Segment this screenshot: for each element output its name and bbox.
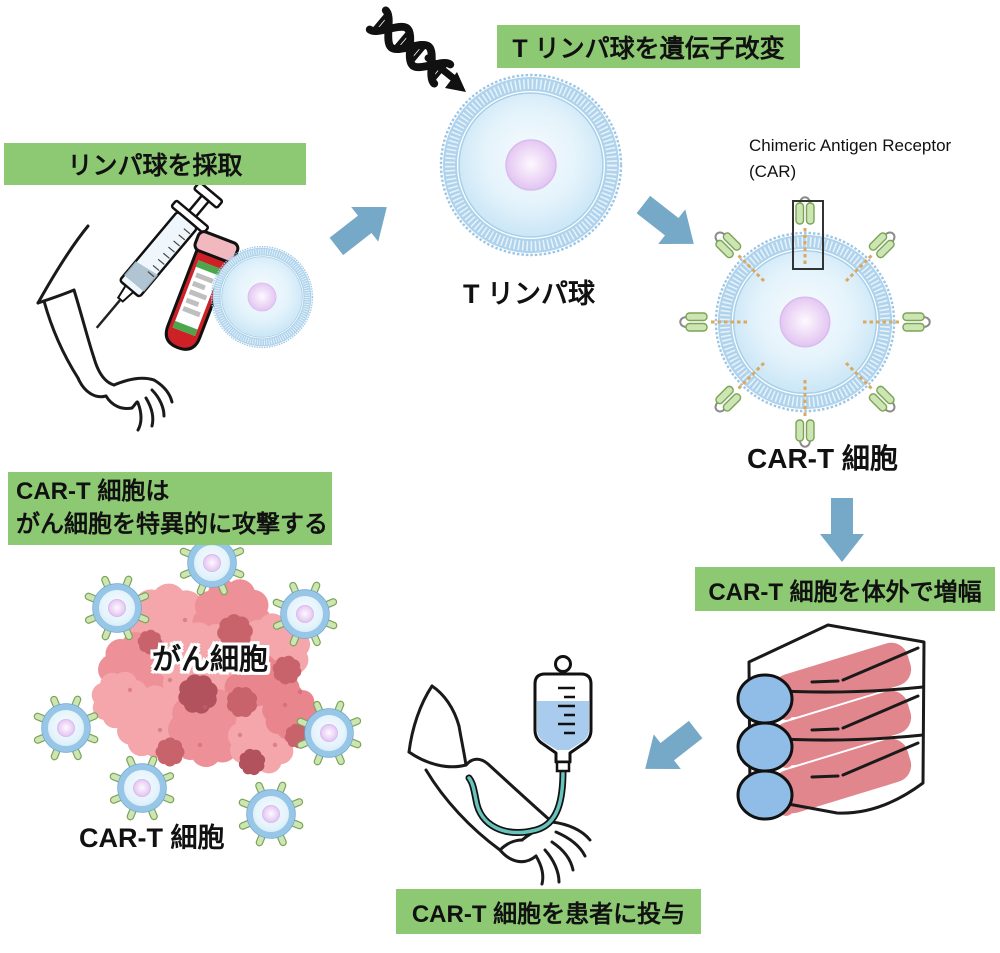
- arrow-cart-to-expand: [820, 498, 864, 562]
- patient-arm-infuse-icon: [407, 684, 592, 886]
- blood-tube-icon: [164, 230, 240, 351]
- syringe-icon: [95, 181, 224, 329]
- t-lymphocyte-cell: [441, 75, 621, 255]
- flask-stack-icon: [736, 623, 926, 821]
- arrow-modify-to-cart: [629, 187, 708, 262]
- car-t-cell-caption: CAR-T 細胞: [747, 443, 898, 474]
- car-t-cell: [678, 195, 932, 449]
- lymphocyte-cell-small: [212, 247, 313, 348]
- cancer-cell-caption: がん細胞: [152, 644, 269, 676]
- step-box-attack: CAR-T 細胞は がん細胞を特異的に攻撃する: [8, 472, 332, 545]
- car-t-mini-cell: [109, 755, 174, 820]
- car-receptor-caption-line1: Chimeric Antigen Receptor: [749, 136, 952, 155]
- attack-line1: CAR-T 細胞は: [16, 478, 170, 505]
- attack-line2: がん細胞を特異的に攻撃する: [16, 511, 328, 538]
- arrow-expand-to-infuse: [631, 712, 710, 787]
- step-box-modify: T リンパ球を遺伝子改変: [497, 25, 800, 68]
- car-t-group-caption: CAR-T 細胞: [79, 823, 225, 853]
- car-highlight-box: [792, 200, 824, 270]
- iv-bag-icon: [533, 655, 593, 773]
- step-box-infuse: CAR-T 細胞を患者に投与: [396, 889, 701, 934]
- step-box-collect: リンパ球を採取: [4, 143, 306, 185]
- t-cell-caption: T リンパ球: [463, 279, 595, 309]
- gene-insert-arrow-icon: [424, 54, 466, 92]
- arrow-collect-to-modify: [322, 189, 401, 264]
- dna-icon: [365, 6, 455, 88]
- step-box-expand: CAR-T 細胞を体外で増幅: [695, 567, 995, 611]
- car-t-mini-cell: [238, 781, 303, 846]
- car-t-mini-cell: [33, 695, 98, 760]
- cancer-cell-cluster-icon: [91, 579, 318, 776]
- iv-tube-icon: [465, 767, 567, 836]
- car-receptor-caption-line2: (CAR): [749, 162, 797, 181]
- patient-arm-collect-icon: [36, 224, 174, 432]
- flask-caps: [736, 673, 794, 821]
